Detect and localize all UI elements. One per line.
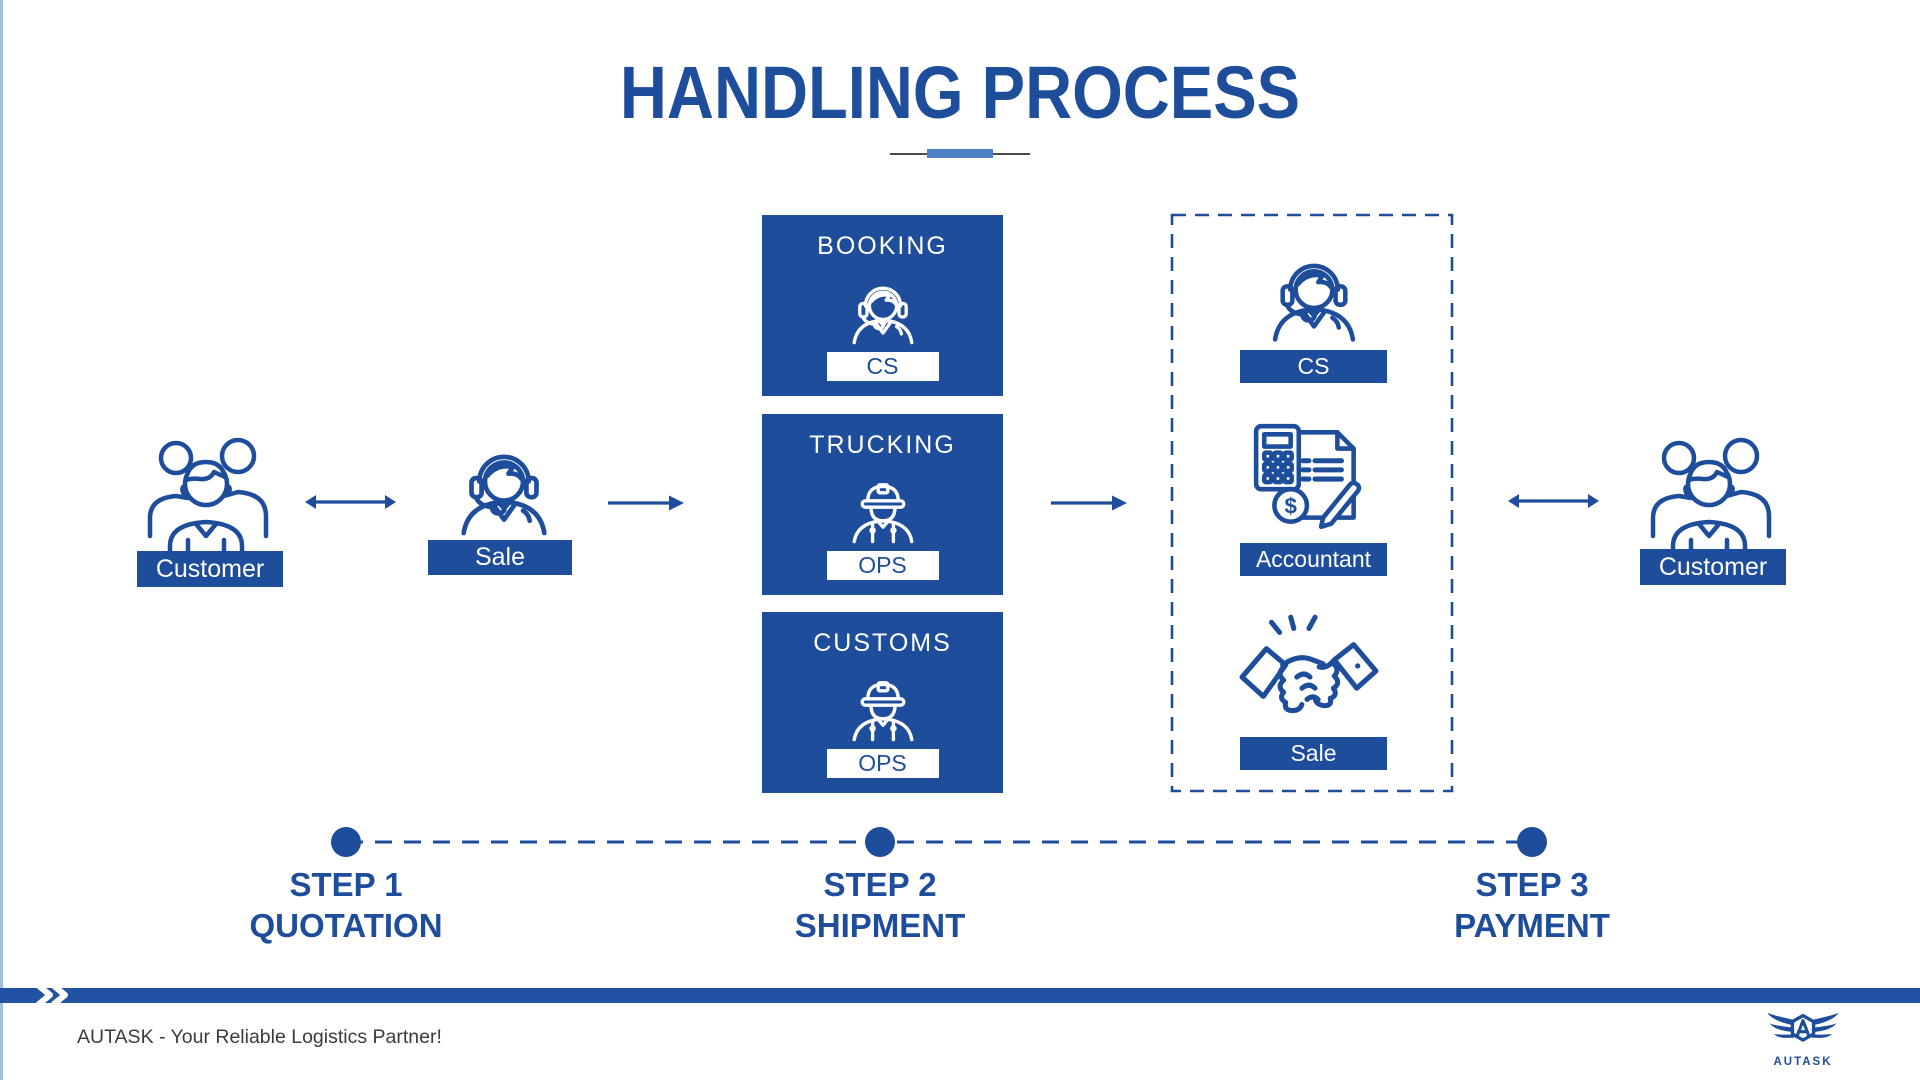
step3-title: STEP 3: [1475, 866, 1589, 903]
payment-cs-label: CS: [1240, 350, 1387, 383]
support-agent-icon: [1272, 263, 1356, 342]
double-arrow-icon: [305, 495, 396, 509]
customer-left-label: Customer: [137, 551, 283, 587]
process-box-title: TRUCKING: [809, 431, 956, 459]
worker-icon: [852, 483, 913, 544]
step2-title: STEP 2: [823, 866, 937, 903]
page-title: HANDLING PROCESS: [619, 51, 1301, 134]
timeline-dashed-line: [346, 840, 1532, 844]
double-chevron-icon: [36, 984, 68, 1006]
step3-name: PAYMENT: [1454, 907, 1610, 944]
step1-title: STEP 1: [289, 866, 403, 903]
customers-icon: [147, 437, 269, 556]
handshake-icon: [1239, 614, 1379, 714]
worker-icon: [852, 681, 913, 742]
bottom-accent-bar: [0, 988, 1920, 1003]
process-box-customs: CUSTOMS OPS: [762, 612, 1003, 793]
timeline-dot-step1: [331, 827, 361, 857]
timeline-dot-step3: [1517, 827, 1547, 857]
step1-name: QUOTATION: [249, 907, 443, 944]
payment-group-dashed-border: [1170, 213, 1454, 793]
winged-emblem-icon: [1767, 1012, 1839, 1042]
left-edge-accent-line: [0, 0, 3, 1080]
role-label: OPS: [826, 551, 939, 580]
double-arrow-icon: [1508, 494, 1599, 508]
role-label: OPS: [826, 749, 939, 778]
customer-right-label: Customer: [1640, 549, 1786, 585]
brand-name: AUTASK: [1773, 1056, 1833, 1068]
dollar-glyph: $: [1284, 494, 1297, 519]
title-divider-accent: [927, 149, 993, 158]
process-box-trucking: TRUCKING OPS: [762, 414, 1003, 595]
payment-accountant-label: Accountant: [1240, 543, 1387, 576]
step1-label: STEP 1 QUOTATION: [166, 864, 526, 946]
step2-name: SHIPMENT: [794, 907, 966, 944]
sale-label: Sale: [428, 540, 572, 575]
support-agent-icon: [852, 286, 913, 345]
role-label: CS: [826, 352, 939, 381]
process-box-title: BOOKING: [817, 232, 948, 260]
accounting-icon: $: [1253, 423, 1362, 530]
process-box-booking: BOOKING CS: [762, 215, 1003, 396]
right-arrow-icon: [608, 495, 684, 511]
step3-label: STEP 3 PAYMENT: [1352, 864, 1712, 946]
title-divider: [890, 149, 1030, 159]
footer-tagline: AUTASK - Your Reliable Logistics Partner…: [77, 1026, 442, 1048]
customers-icon: [1650, 437, 1772, 556]
right-arrow-icon: [1051, 495, 1127, 511]
step2-label: STEP 2 SHIPMENT: [700, 864, 1060, 946]
support-agent-icon: [461, 454, 547, 536]
brand-logo: AUTASK: [1758, 1010, 1848, 1068]
payment-sale-label: Sale: [1240, 737, 1387, 770]
process-box-title: CUSTOMS: [813, 629, 952, 657]
timeline-dot-step2: [865, 827, 895, 857]
